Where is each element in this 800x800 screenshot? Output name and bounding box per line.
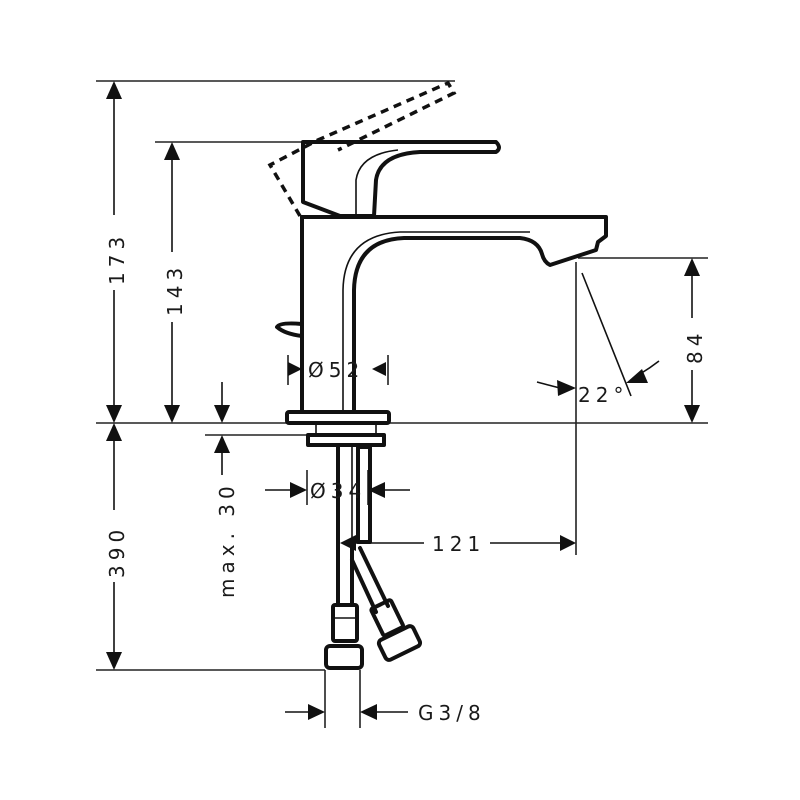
dim-handle-height: 143 [163, 142, 187, 423]
label-84: 84 [683, 329, 707, 364]
hose-straight [336, 538, 354, 607]
dim-spout-projection: 121 [340, 532, 576, 556]
dim-counter-arrow [214, 382, 230, 423]
faucet-body [267, 80, 608, 670]
base-plate [285, 410, 391, 425]
mounting-nut [306, 433, 386, 447]
spout [300, 215, 608, 414]
label-d52: Ø52 [308, 358, 364, 382]
dim-connection-thread: G3/8 [285, 701, 486, 725]
label-22-deg: 22° [578, 383, 628, 407]
label-g3-8: G3/8 [418, 701, 486, 725]
label-173: 173 [105, 232, 129, 285]
label-121: 121 [432, 532, 485, 556]
label-max-30: max. 30 [215, 481, 239, 598]
dim-body-diameter: Ø52 [288, 358, 386, 382]
dim-shank-diameter: Ø34 [265, 479, 410, 503]
lever [301, 140, 501, 218]
lever-open-position [267, 80, 457, 217]
dim-spout-angle: 22° [536, 272, 660, 407]
dim-total-height: 173 [105, 81, 129, 423]
dim-max-30: max. 30 [214, 435, 239, 598]
dim-hose-length: 390 [105, 423, 129, 670]
label-390: 390 [105, 525, 129, 578]
dim-spout-clearance: 84 [683, 258, 707, 423]
label-d34: Ø34 [310, 479, 366, 503]
popup-rod [275, 321, 304, 338]
connector-straight [331, 603, 359, 643]
pipe [356, 445, 372, 544]
extension-lines [96, 80, 708, 728]
hose-angled [350, 546, 390, 614]
label-143: 143 [163, 263, 187, 316]
